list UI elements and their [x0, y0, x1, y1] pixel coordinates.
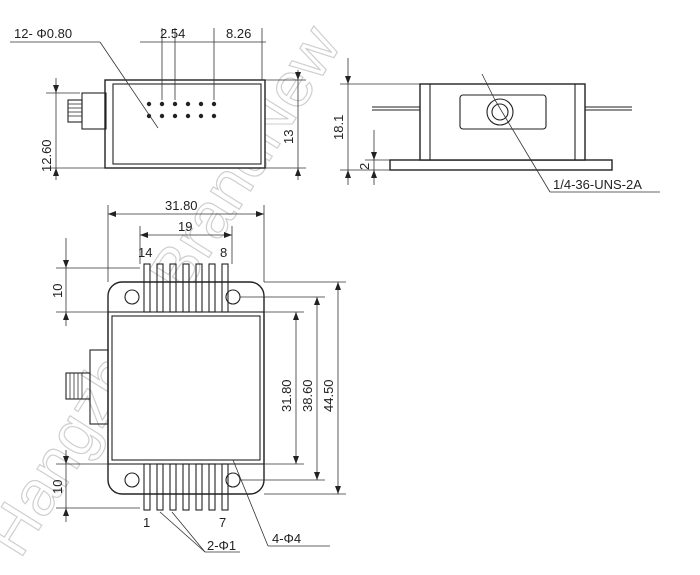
top-body [104, 79, 266, 169]
top-view: 12- Φ0.80 2.54 8.26 12.60 13 [10, 26, 306, 180]
pin-span-label: 8.26 [226, 26, 251, 41]
overall-height-label: 44.50 [321, 379, 336, 412]
edge-bottom-label: 10 [50, 480, 65, 494]
hole-callout-label: 4-Φ4 [272, 531, 301, 546]
top-connector-tip [67, 99, 83, 123]
body-height-label: 31.80 [279, 379, 294, 412]
bottom-flange [107, 281, 265, 495]
pin-label-8: 8 [220, 245, 227, 260]
side-body [419, 83, 586, 161]
mount-hole-tl [124, 289, 140, 305]
pin-label-7: 7 [219, 515, 226, 530]
side-connector-window [459, 94, 547, 130]
side-view: 1/4-36-UNS-2A 18.1 2 [331, 58, 660, 193]
pin-callout-label: 2-Φ1 [207, 538, 236, 553]
side-height-label: 18.1 [331, 115, 346, 140]
side-base [389, 159, 613, 171]
pin-label-1: 1 [143, 515, 150, 530]
pin-label-14: 14 [138, 245, 152, 260]
bottom-body-inner [111, 315, 261, 461]
bottom-top-pins [143, 263, 229, 313]
pin-diameter-label: 12- Φ0.80 [14, 26, 72, 41]
side-flange-label: 2 [357, 163, 372, 170]
thread-callout-label: 1/4-36-UNS-2A [553, 177, 642, 192]
top-body-inner [112, 83, 262, 165]
side-connector-outer [486, 98, 514, 126]
mount-hole-bl [124, 472, 140, 488]
overall-width-label: 31.80 [165, 198, 198, 213]
top-height-left-label: 12.60 [39, 139, 54, 172]
bottom-bottom-pins [143, 463, 229, 511]
hole-spacing-label: 38.60 [300, 379, 315, 412]
top-height-right-label: 13 [281, 130, 296, 144]
bottom-view: 31.80 19 14 8 1 7 10 10 31.80 [50, 198, 346, 553]
top-connector [81, 92, 107, 130]
pin-row-width-label: 19 [178, 219, 192, 234]
side-connector-inner [491, 103, 509, 121]
edge-top-label: 10 [50, 284, 65, 298]
top-pin-dots [146, 101, 217, 119]
pin-pitch-label: 2.54 [160, 26, 185, 41]
